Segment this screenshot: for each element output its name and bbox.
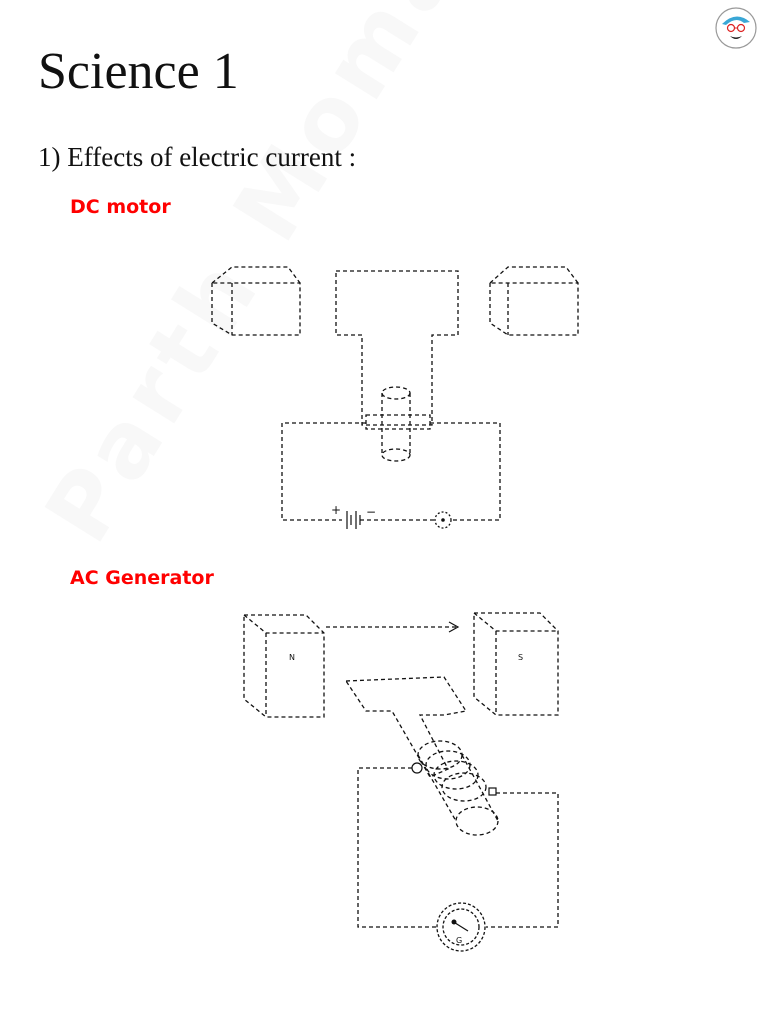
dc-key-switch [434,511,452,529]
ac-circuit-wire [357,767,559,928]
south-pole-label: S [518,653,523,662]
north-pole-label: N [289,653,295,662]
galvanometer-label: G [456,936,462,945]
ac-south-magnet: S [473,612,559,716]
dc-battery: + − [331,503,376,529]
ac-slip-rings [417,740,499,836]
magnetic-field-arrow [326,621,460,633]
page-title: Science 1 [38,43,239,100]
dc-motor-diagram: + − [211,266,579,529]
ac-generator-heading: AC Generator [70,567,214,589]
dc-left-magnet [211,266,301,336]
battery-minus-label: − [366,505,376,519]
dc-commutator [365,386,431,462]
dc-circuit-wire [281,422,501,521]
galvanometer: G [436,902,486,952]
cartoon-face-logo-icon [715,7,757,49]
dc-motor-heading: DC motor [70,196,171,218]
ac-north-magnet: N [243,614,325,718]
ac-generator-diagram: N S G [243,612,559,952]
dc-right-magnet [489,266,579,336]
battery-plus-label: + [331,503,341,517]
topic-heading: 1) Effects of electric current : [38,142,357,172]
dc-armature-coil [335,270,459,426]
